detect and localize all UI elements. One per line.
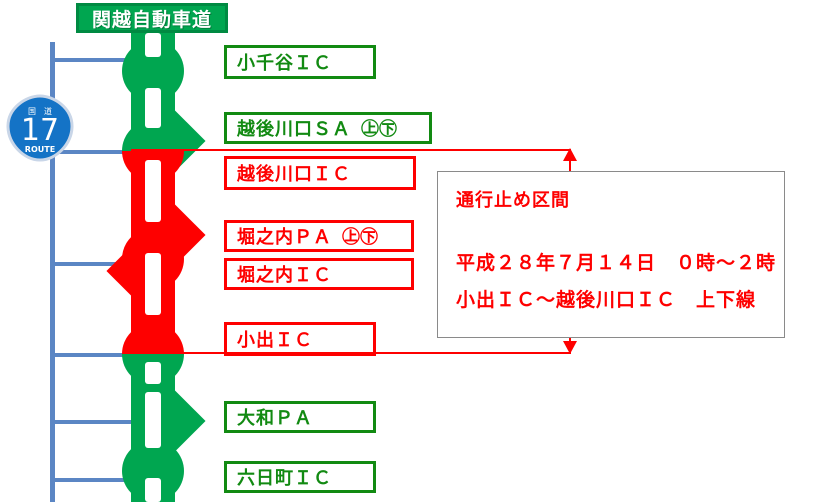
route-17-branch-5 [52, 420, 136, 424]
label-text: 六日町ＩＣ [237, 468, 332, 489]
label-text: 越後川口ＩＣ [237, 164, 351, 185]
route-17-branch-4 [52, 353, 136, 357]
label-muikamachi-ic[interactable]: 六日町ＩＣ [224, 461, 376, 493]
route-17-spine [50, 42, 55, 502]
road-dash [145, 160, 161, 222]
route-17-branch-6 [52, 478, 136, 482]
svg-text:道: 道 [44, 106, 52, 116]
label-horinouchi-ic[interactable]: 堀之内ＩＣ [224, 258, 414, 290]
route-17-shield-icon: 国 道 17 ROUTE [4, 92, 76, 164]
direction-updown-icon: ㊤㊦ [361, 119, 397, 140]
ic-node-half-closed [122, 323, 184, 354]
road-dash [145, 362, 161, 384]
label-text: 小千谷ＩＣ [237, 53, 332, 74]
label-text: 大和ＰＡ [237, 408, 313, 429]
route-17-branch-1 [52, 58, 136, 62]
closure-info-title: 通行止め区間 [456, 190, 570, 211]
closure-info-datetime: 平成２８年７月１４日 ０時〜２時 [456, 252, 777, 274]
closure-info-section: 小出ＩＣ〜越後川口ＩＣ 上下線 [456, 289, 757, 311]
label-text: 堀之内ＰＡ [237, 227, 332, 248]
route-17-branch-2 [52, 150, 136, 154]
label-yamato-pa[interactable]: 大和ＰＡ [224, 401, 376, 433]
closure-info-box: 通行止め区間 平成２８年７月１４日 ０時〜２時 小出ＩＣ〜越後川口ＩＣ 上下線 [437, 171, 785, 338]
label-text: 小出ＩＣ [237, 330, 313, 351]
label-echigo-kawaguchi-sa[interactable]: 越後川口ＳＡ ㊤㊦ [224, 112, 432, 144]
label-echigo-kawaguchi-ic[interactable]: 越後川口ＩＣ [224, 156, 416, 190]
closure-arrow-up-icon [563, 148, 577, 161]
road-dash [145, 392, 161, 448]
expressway-title-banner: 関越自動車道 [76, 3, 228, 33]
road-dash [145, 88, 161, 128]
road-dash [145, 253, 161, 315]
direction-updown-icon: ㊤㊦ [342, 227, 378, 248]
route-17-branch-3 [52, 262, 136, 266]
closure-leader-top-vertical [569, 149, 571, 175]
label-horinouchi-pa[interactable]: 堀之内ＰＡ ㊤㊦ [224, 220, 414, 252]
shield-bottom-text: ROUTE [25, 145, 55, 154]
shield-top-text: 国 [28, 107, 36, 116]
road-dash [145, 33, 161, 57]
closure-arrow-down-icon [563, 341, 577, 354]
label-text: 堀之内ＩＣ [237, 265, 332, 286]
label-text: 越後川口ＳＡ [237, 119, 351, 140]
road-dash [145, 478, 161, 502]
ic-node-koide [122, 323, 184, 385]
closure-leader-bottom [131, 352, 571, 354]
expressway-title-text: 関越自動車道 [91, 8, 212, 31]
shield-number: 17 [21, 113, 59, 148]
label-ojiya-ic[interactable]: 小千谷ＩＣ [224, 45, 376, 79]
closure-leader-top [131, 149, 571, 151]
label-koide-ic[interactable]: 小出ＩＣ [224, 322, 376, 356]
ic-node-echigo-kawaguchi [122, 120, 184, 182]
